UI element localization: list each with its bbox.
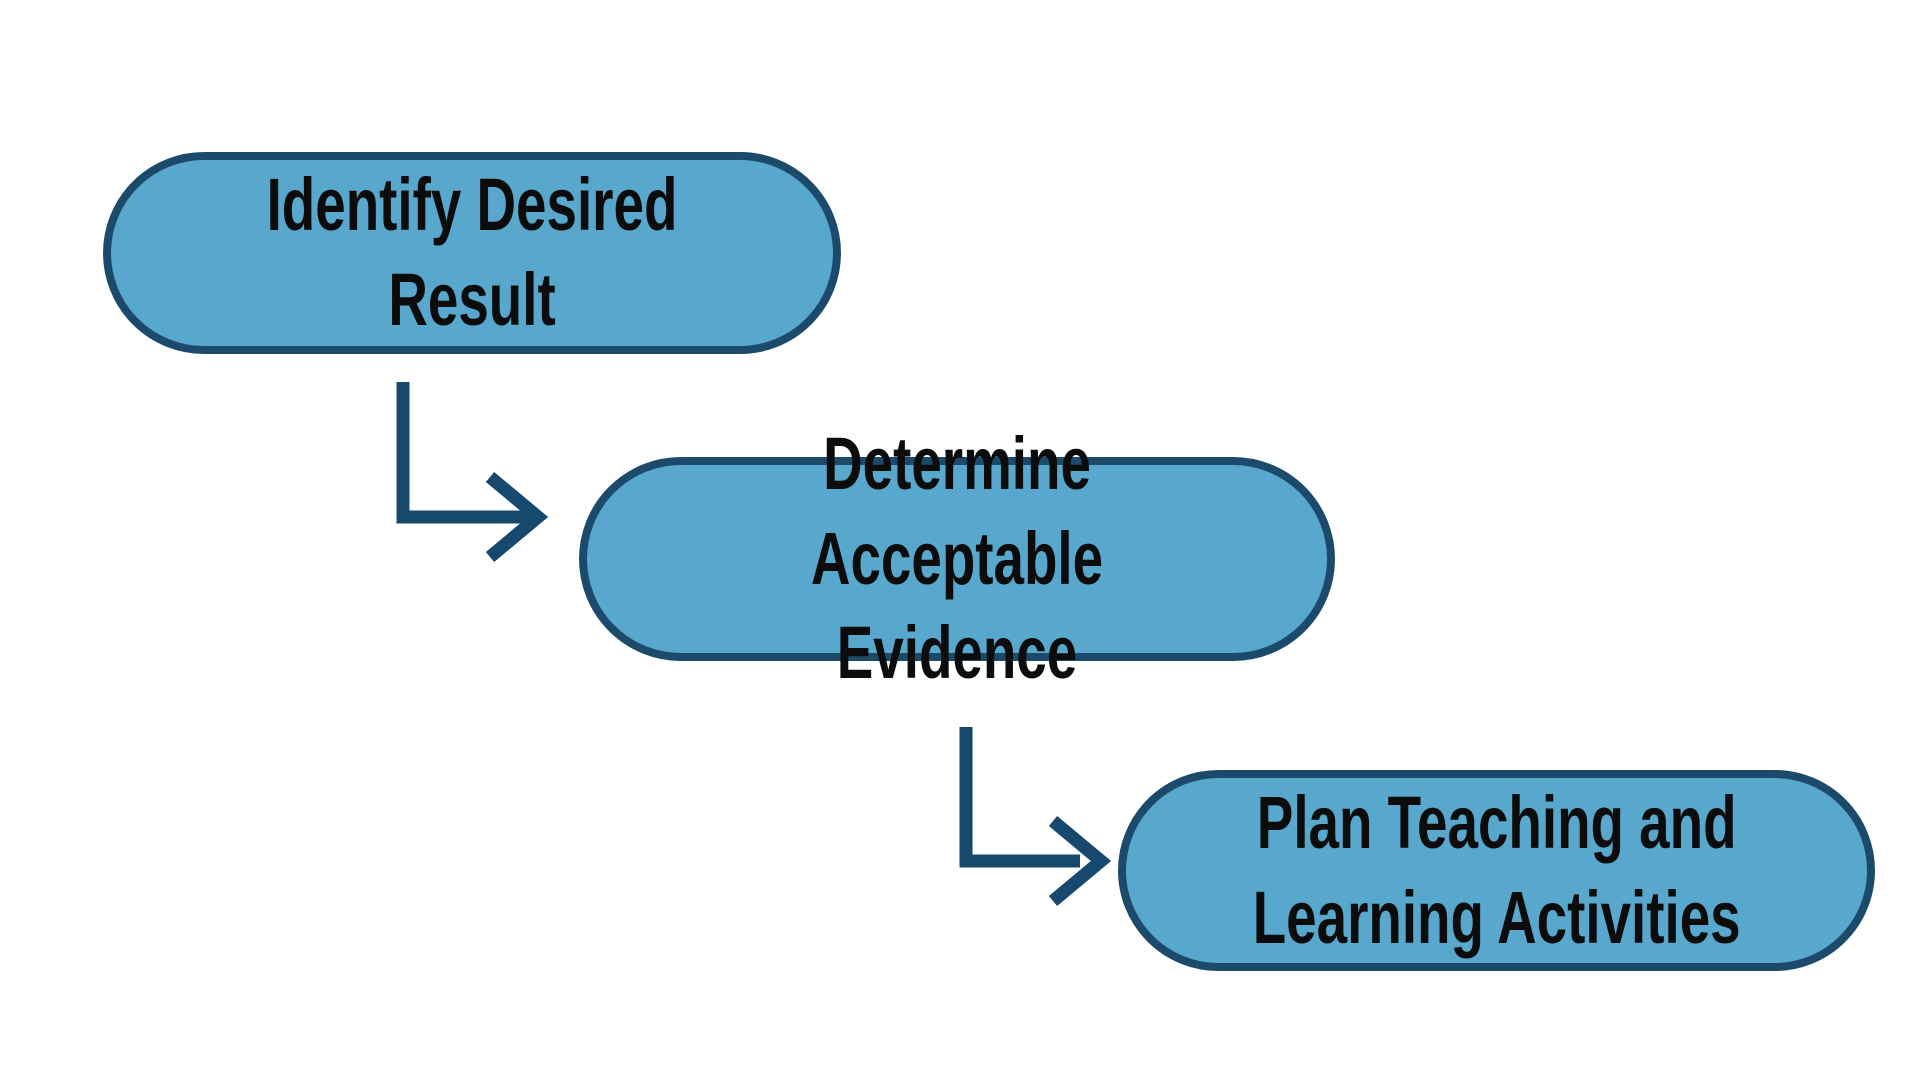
- step-determine-acceptable-evidence-label: Determine Acceptable Evidence: [810, 421, 1104, 695]
- arrow-down-right-icon-2: [959, 727, 1112, 906]
- step-determine-acceptable-evidence: Determine Acceptable Evidence: [579, 422, 1335, 694]
- step-identify-desired-result: Identify Desired Result: [103, 152, 841, 354]
- step-plan-teaching-learning-activities: Plan Teaching and Learning Activities: [1118, 770, 1875, 971]
- step-plan-teaching-learning-activities-label: Plan Teaching and Learning Activities: [1252, 780, 1741, 959]
- arrow-down-right-icon-1: [396, 382, 549, 562]
- step-identify-desired-result-label: Identify Desired Result: [266, 163, 678, 341]
